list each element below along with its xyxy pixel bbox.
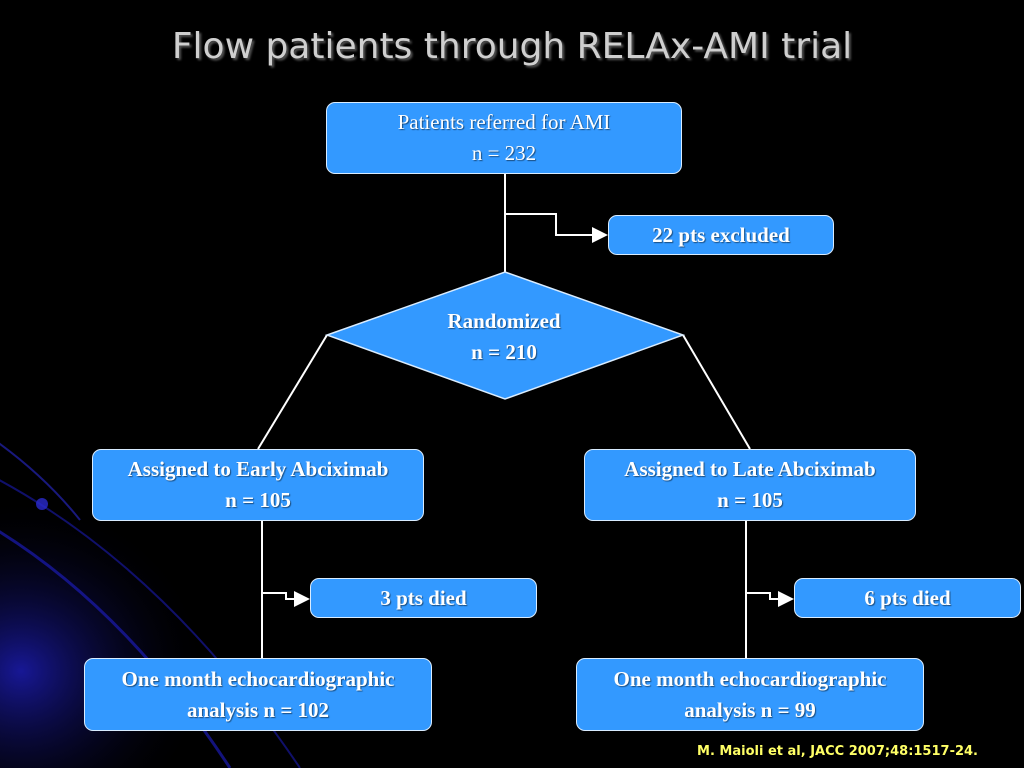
patients-referred-label: Patients referred for AMI (397, 110, 611, 134)
excluded-box: 22 pts excluded (608, 215, 834, 255)
early-analysis-box: One month echocardiographic analysis n =… (84, 658, 432, 731)
randomized-diamond (324, 271, 686, 400)
page-title: Flow patients through RELAx-AMI trial (171, 26, 853, 67)
late-analysis-box: One month echocardiographic analysis n =… (576, 658, 924, 731)
late-died-box: 6 pts died (794, 578, 1021, 618)
randomized-text: Randomized n = 210 (404, 306, 604, 368)
patients-referred-box: Patients referred for AMI n = 232 (326, 102, 682, 174)
connector-to-early-died (262, 591, 310, 607)
late-assigned-label: Assigned to Late Abciximab (624, 457, 876, 481)
late-analysis-line2: analysis n = 99 (684, 697, 816, 722)
connector-to-excluded (505, 213, 608, 243)
patients-referred-count: n = 232 (471, 141, 537, 165)
excluded-label: 22 pts excluded (652, 222, 790, 247)
connector-randomized-to-early (257, 334, 328, 450)
late-died-label: 6 pts died (864, 585, 951, 610)
connector-to-late-died (746, 591, 794, 607)
early-died-box: 3 pts died (310, 578, 537, 618)
early-analysis-line2: analysis n = 102 (186, 697, 330, 722)
early-assigned-box: Assigned to Early Abciximab n = 105 (92, 449, 424, 521)
connector-randomized-to-late (682, 334, 751, 450)
late-analysis-line1: One month echocardiographic (613, 666, 887, 691)
late-assigned-count: n = 105 (717, 488, 783, 512)
early-died-label: 3 pts died (380, 585, 467, 610)
citation: M. Maioli et al, JACC 2007;48:1517-24. (697, 744, 978, 759)
randomized-label: Randomized (447, 309, 561, 333)
early-analysis-line1: One month echocardiographic (121, 666, 395, 691)
randomized-count: n = 210 (471, 340, 537, 364)
early-assigned-count: n = 105 (225, 488, 291, 512)
early-assigned-label: Assigned to Early Abciximab (127, 457, 389, 481)
late-assigned-box: Assigned to Late Abciximab n = 105 (584, 449, 916, 521)
